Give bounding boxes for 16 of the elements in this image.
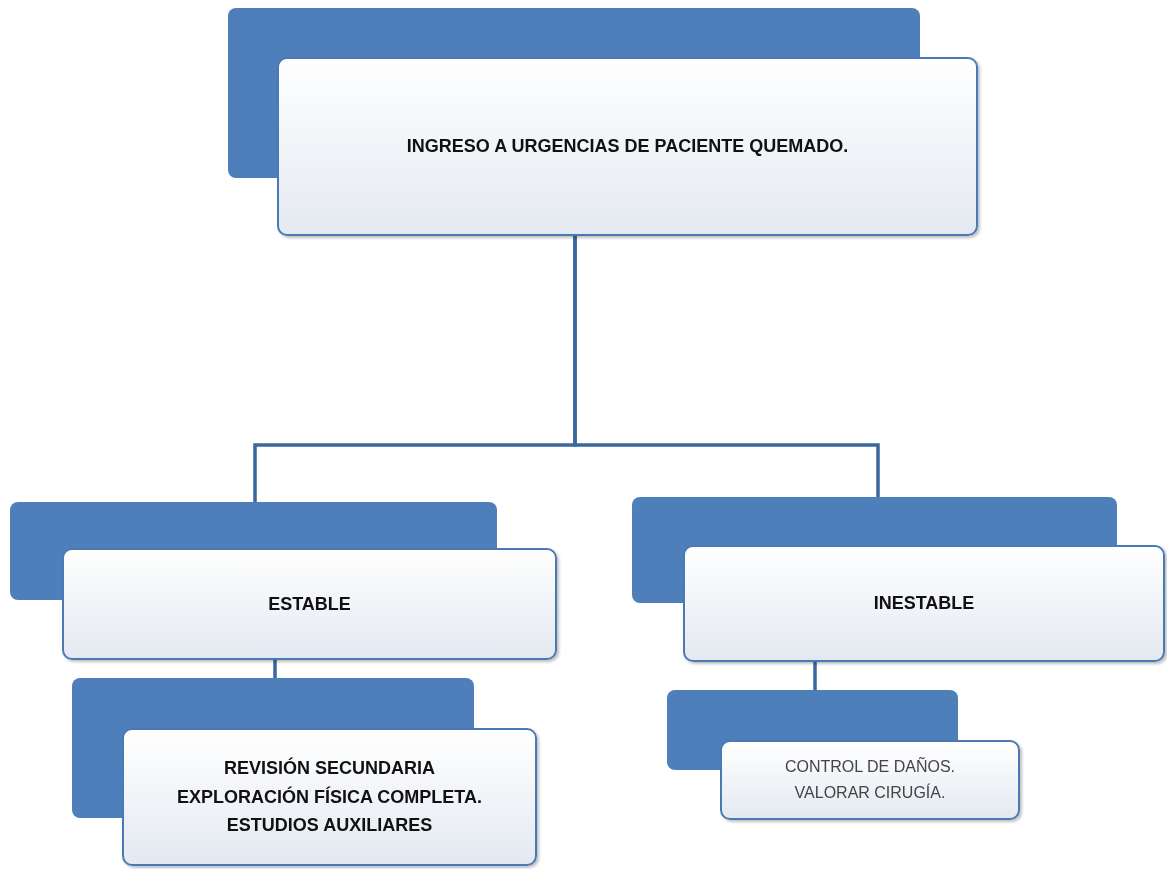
process-box xyxy=(667,690,1020,820)
box-text: CONTROL DE DAÑOS. xyxy=(784,756,956,778)
process-box xyxy=(10,502,557,660)
process-box xyxy=(632,497,1165,662)
box-text: INGRESO A URGENCIAS DE PACIENTE QUEMADO. xyxy=(406,135,849,159)
process-box xyxy=(72,678,537,866)
box-text: ESTABLE xyxy=(268,592,351,616)
box-text: ESTUDIOS AUXILIARES xyxy=(226,814,433,838)
connector-line xyxy=(813,662,817,690)
connector-line xyxy=(573,236,880,497)
box-text: INESTABLE xyxy=(873,592,975,616)
process-box xyxy=(228,8,978,236)
box-text: VALORAR CIRUGÍA. xyxy=(794,782,946,803)
box-text: REVISIÓN SECUNDARIA xyxy=(224,756,435,780)
connector-line xyxy=(273,660,277,678)
box-text: EXPLORACIÓN FÍSICA COMPLETA. xyxy=(177,785,482,809)
